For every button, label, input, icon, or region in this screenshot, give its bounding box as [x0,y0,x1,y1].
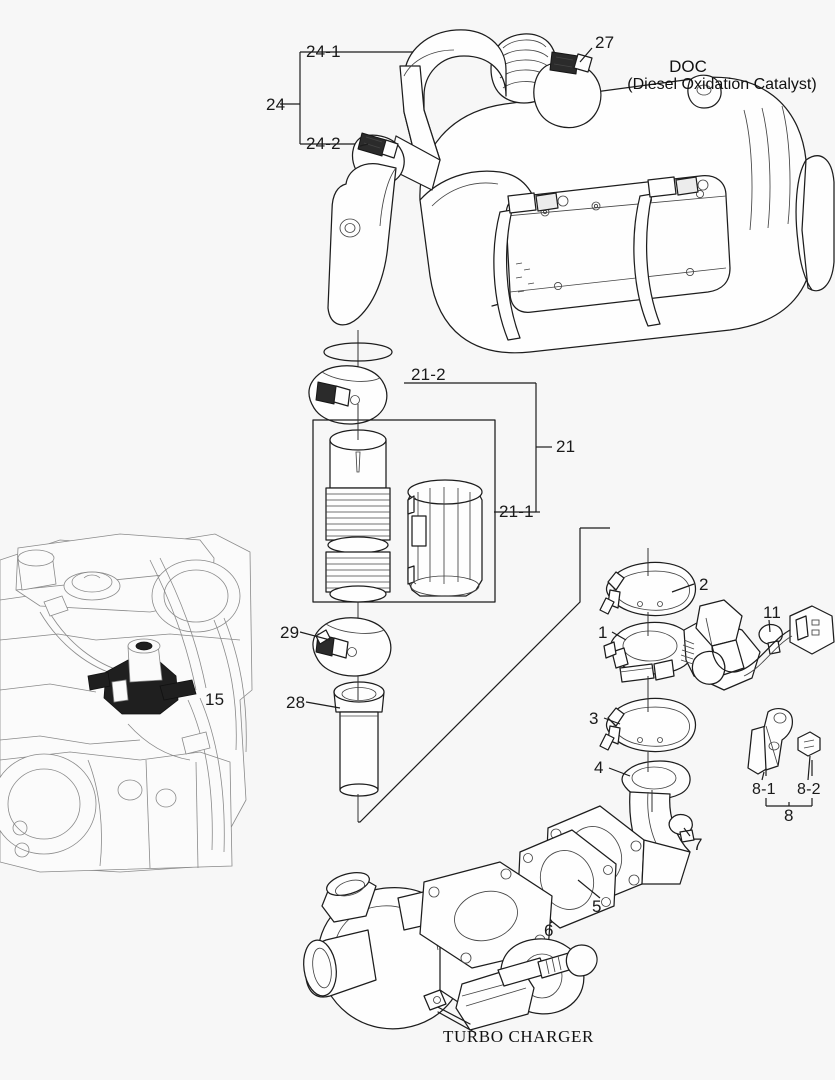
callout-8-1: 8-1 [752,781,776,798]
callout-4: 4 [594,758,604,777]
bracket-24 [280,51,470,145]
callout-3: 3 [589,709,599,728]
callout-21-1: 21-1 [499,502,534,521]
callout-1: 1 [598,623,608,642]
callout-21-2: 21-2 [411,365,446,384]
flex-pipe-group [308,365,496,603]
callout-5: 5 [592,897,602,916]
engine-illustration [0,533,253,873]
callout-24: 24 [266,95,286,114]
callout-7: 7 [693,835,703,854]
group-connector-line [358,528,581,823]
callout-11: 11 [763,603,782,622]
callout-15: 15 [205,690,225,709]
bracket-8 [765,760,813,807]
doc-canister-group [327,29,835,354]
bellows-convolutions [325,487,391,603]
callout-24-2: 24-2 [306,134,341,153]
doc-subtitle: (Diesel Oxidation Catalyst) [627,76,817,93]
callout-21: 21 [556,437,576,456]
turbocharger-illustration [303,861,598,1033]
callout-24-1: 24-1 [306,42,341,61]
turbocharger-title: TURBO CHARGER [443,1027,594,1046]
callout-6: 6 [544,921,554,940]
callout-29: 29 [280,623,300,642]
callout-28: 28 [286,693,306,712]
clamp-29-pipe-28 [312,617,392,797]
callout-8: 8 [784,806,794,825]
bracket-21 [404,382,552,513]
callout-8-2: 8-2 [797,781,821,798]
callout-2: 2 [699,575,709,594]
doc-title: DOC [669,57,707,76]
valve-assembly-group [517,561,835,933]
callout-27: 27 [595,33,615,52]
